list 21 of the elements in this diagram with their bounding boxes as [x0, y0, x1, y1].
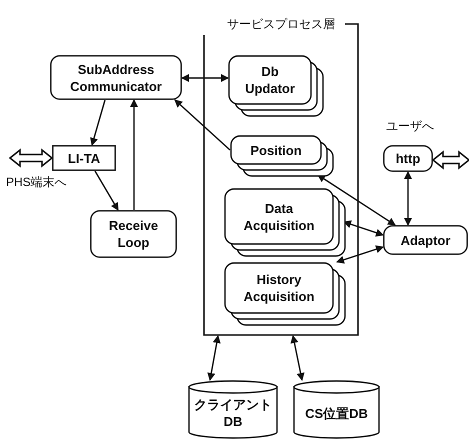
arrow — [94, 170, 119, 211]
arrow — [90, 100, 106, 146]
database-cylinder: クライアントDB — [188, 380, 278, 438]
arrow — [404, 171, 412, 226]
arrow — [290, 335, 305, 381]
side-label: ユーザへ — [386, 118, 434, 135]
database-cylinder: CS位置DB — [293, 380, 380, 438]
arrow — [174, 99, 230, 151]
process-box: Adaptor — [383, 225, 468, 255]
arrow — [336, 245, 384, 264]
side-label: PHS端末へ — [6, 174, 67, 191]
double-arrow — [432, 150, 469, 170]
process-box: http — [383, 145, 433, 172]
process-box: Receive Loop — [90, 210, 177, 258]
double-arrow — [8, 148, 54, 168]
arrow — [181, 74, 229, 82]
process-box: LI-TA — [52, 145, 116, 171]
arrow — [130, 99, 138, 210]
arrow — [207, 335, 221, 381]
process-box: SubAddress Communicator — [50, 55, 182, 100]
layer-title: サービスプロセス層 — [227, 16, 335, 33]
